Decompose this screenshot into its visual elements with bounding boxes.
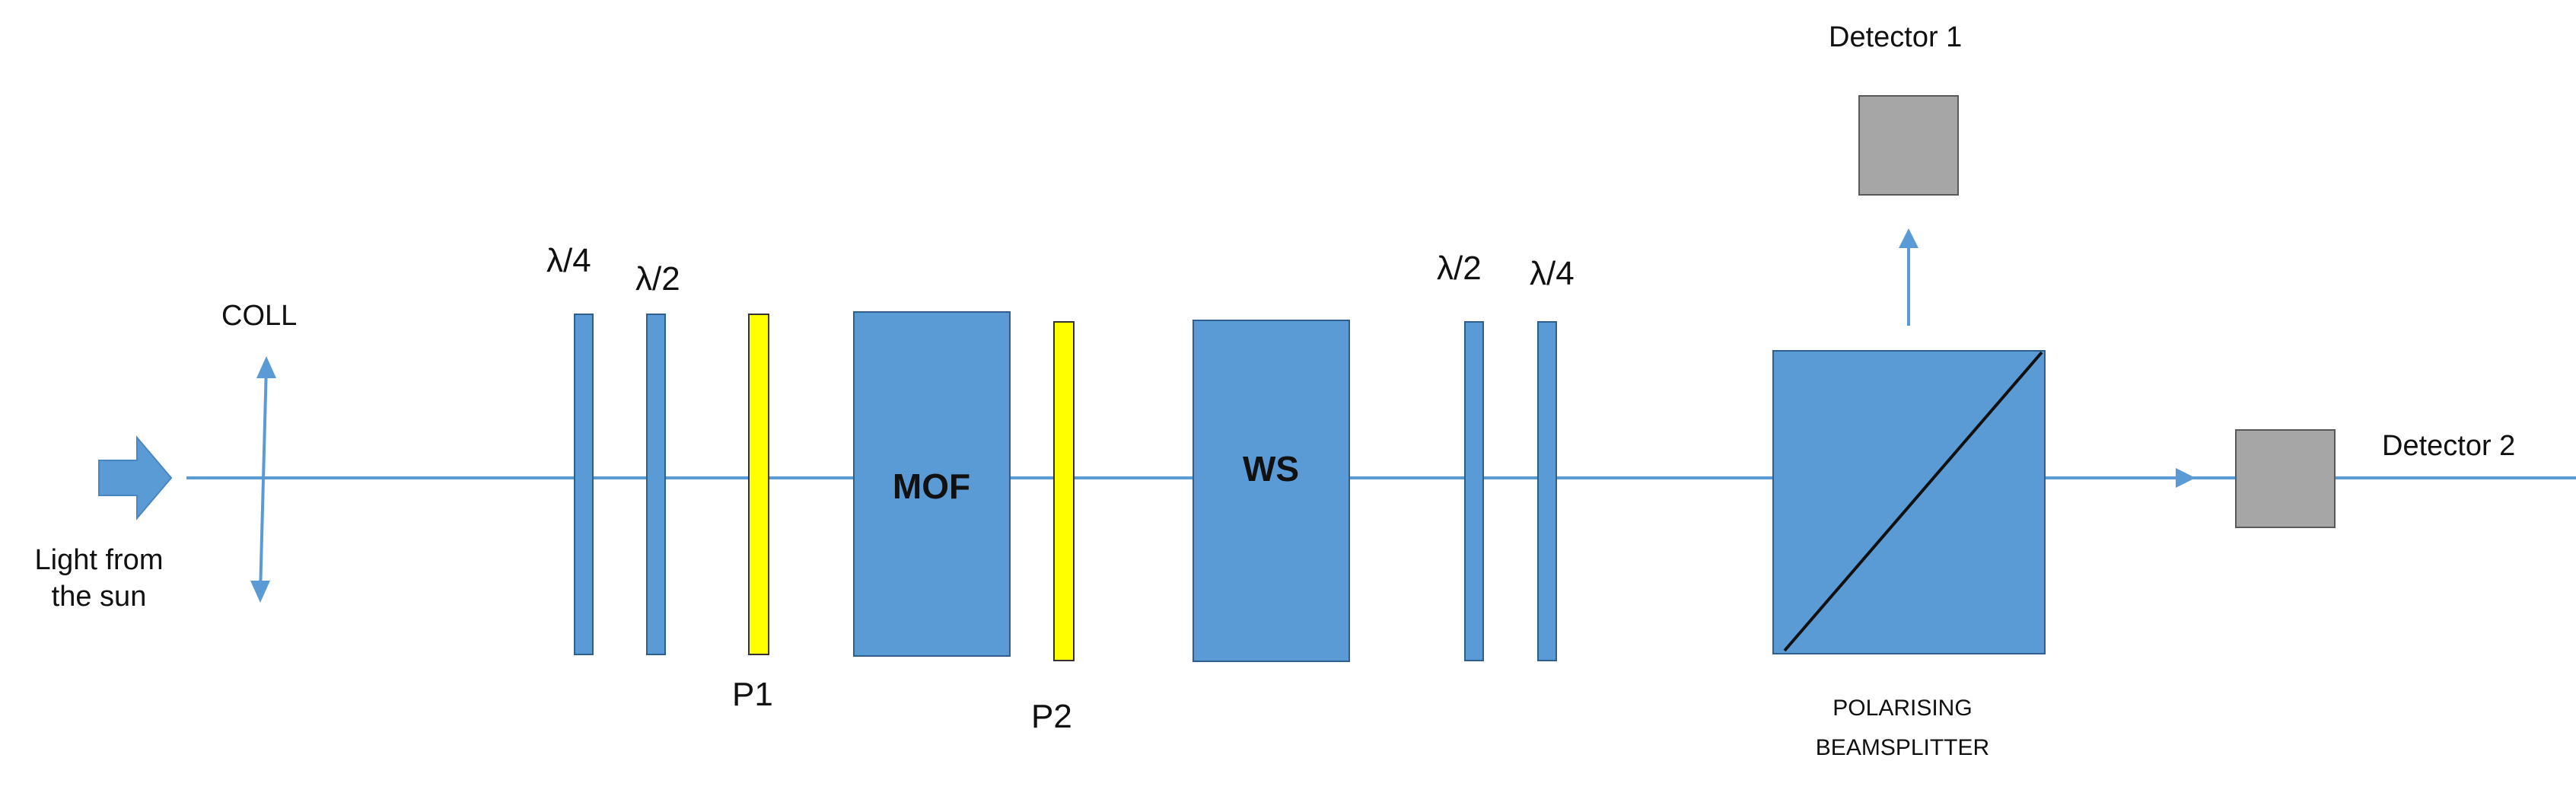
- polarizer-p2: [1053, 321, 1075, 661]
- detector-2-box: [2235, 429, 2336, 528]
- ws-label: WS: [1243, 449, 1299, 489]
- detector-1-box: [1858, 95, 1959, 196]
- ws-block: [1192, 320, 1350, 662]
- collimator-label: COLL: [221, 300, 298, 332]
- beamsplitter-label: POLARISING BEAMSPLITTER: [1785, 689, 2020, 768]
- polarizer-p1-label: P1: [732, 676, 773, 713]
- polarising-beamsplitter: [1772, 350, 2046, 654]
- detector-2-label: Detector 2: [2382, 430, 2516, 462]
- light-source-label: Light from the sun: [0, 542, 198, 615]
- collimator-lens-icon: [250, 356, 276, 603]
- half-wave-plate-in: [646, 314, 666, 655]
- polarizer-p1: [748, 314, 769, 655]
- half-wave-plate-out: [1464, 321, 1484, 661]
- beamsplitter-label-line1: POLARISING: [1832, 696, 1973, 721]
- qwp-in-label: λ/4: [546, 242, 591, 279]
- light-source-label-line1: Light from: [34, 544, 164, 576]
- mof-label: MOF: [893, 466, 970, 506]
- transmitted-beam-arrowhead-icon: [2176, 468, 2195, 488]
- light-source-label-line2: the sun: [51, 581, 147, 613]
- qwp-out-label: λ/4: [1530, 255, 1575, 292]
- incoming-light-arrow-icon: [98, 435, 173, 521]
- hwp-in-label: λ/2: [635, 260, 680, 298]
- beamsplitter-diagonal: [1783, 351, 2043, 652]
- beamsplitter-label-line2: BEAMSPLITTER: [1815, 735, 1990, 760]
- polarizer-p2-label: P2: [1031, 698, 1072, 735]
- mof-block: [853, 311, 1011, 657]
- reflected-beam-arrowhead-icon: [1899, 228, 1918, 248]
- quarter-wave-plate-in: [574, 314, 594, 655]
- hwp-out-label: λ/2: [1437, 250, 1482, 287]
- detector-1-label: Detector 1: [1829, 21, 1963, 53]
- quarter-wave-plate-out: [1537, 321, 1557, 661]
